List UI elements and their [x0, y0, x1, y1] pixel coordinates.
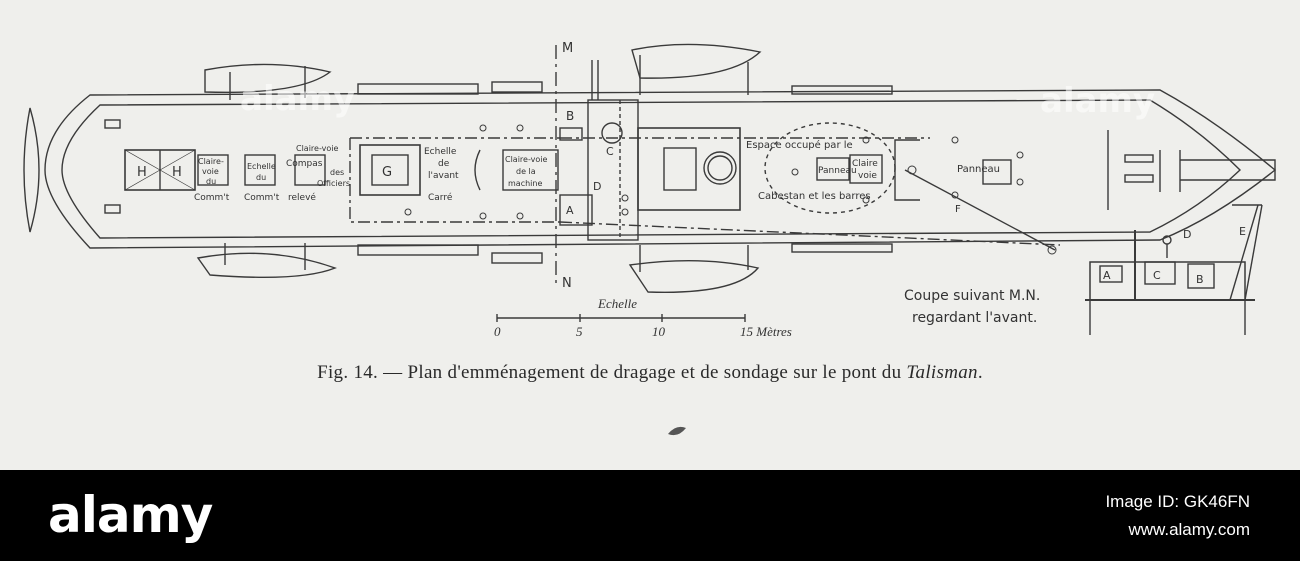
label-echelle-avant-1: Echelle — [424, 147, 457, 157]
section-caption-line2: regardant l'avant. — [912, 310, 1037, 326]
label-b: B — [566, 109, 574, 123]
label-h1: H — [137, 165, 147, 180]
section-caption-line1: Coupe suivant M.N. — [904, 288, 1040, 304]
label-des: des — [330, 168, 344, 177]
label-cabestan: Cabestan et les barres — [758, 191, 871, 202]
figure-caption: Fig. 14. — Plan d'emménagement de dragag… — [0, 362, 1300, 384]
caption-ship-name: Talisman — [906, 362, 978, 383]
label-commt-1: Comm't — [194, 193, 230, 203]
label-compas: Compas — [286, 159, 323, 169]
caption-text: Fig. 14. — Plan d'emménagement de dragag… — [317, 362, 907, 383]
section-mark-m: M — [562, 41, 573, 56]
label-panneau-1: Panneau — [818, 166, 857, 176]
section-mark-n: N — [562, 276, 572, 291]
hull-inner — [61, 99, 1242, 239]
label-claire-voie-machine-3: machine — [508, 179, 542, 188]
label-g: G — [382, 165, 392, 180]
deck-plan-diagram: M N H H G Claire- voie du Comm't Echelle… — [23, 41, 1277, 436]
label-echelle-du-1: Echelle — [247, 162, 276, 171]
label-claire-voie-machine-1: Claire-voie — [505, 155, 547, 164]
bow-tip — [1180, 159, 1276, 181]
boat-bottom-right — [628, 259, 760, 293]
section-label-d: D — [1183, 228, 1191, 241]
watermark-2: alamy — [1040, 81, 1155, 121]
brand-logo[interactable]: alamy — [48, 486, 213, 544]
label-echelle-du-2: du — [256, 173, 266, 182]
boat-top-right — [631, 43, 762, 79]
label-c: C — [606, 145, 614, 158]
label-panneau-2: Panneau — [957, 164, 1000, 175]
scale-tick-0: 0 — [494, 324, 501, 339]
section-label-a: A — [1103, 269, 1111, 282]
boat-top-left — [204, 63, 332, 94]
label-releve: relevé — [288, 192, 316, 203]
section-label-e: E — [1239, 225, 1246, 238]
figure-plate: M N H H G Claire- voie du Comm't Echelle… — [0, 0, 1300, 470]
section-label-c: C — [1153, 269, 1161, 282]
label-claire-voie-2-1: Claire — [852, 159, 878, 169]
boat-bottom-left — [196, 252, 337, 279]
label-claire-voie-commt-3: du — [206, 177, 216, 186]
label-echelle-avant-2: de — [438, 159, 450, 169]
ink-smudge — [668, 426, 686, 436]
scale-tick-10: 10 — [652, 324, 666, 339]
caption-suffix: . — [977, 362, 983, 383]
label-echelle-avant-3: l'avant — [428, 171, 459, 181]
stern-leaf — [23, 107, 40, 233]
watermark-1: alamy — [240, 79, 355, 119]
label-claire-voie-commt-2: voie — [202, 167, 219, 176]
label-claire-voie-commt-1: Claire- — [198, 157, 224, 166]
section-label-b: B — [1196, 273, 1204, 286]
label-d: D — [593, 180, 601, 193]
scale-tick-15: 15 Mètres — [740, 324, 792, 339]
label-f: F — [955, 204, 961, 215]
label-a: A — [566, 204, 574, 217]
site-url-link[interactable]: www.alamy.com — [1128, 520, 1250, 539]
image-id-text: Image ID: GK46FN — [1105, 492, 1250, 511]
label-carre: Carré — [428, 192, 453, 203]
label-espace: Espace occupé par le — [746, 139, 853, 151]
label-claire-voie-machine-2: de la — [516, 167, 536, 176]
label-commt-2: Comm't — [244, 193, 280, 203]
label-claire-voie-2-2: voie — [858, 171, 877, 181]
stock-footer-bar: alamy Image ID: GK46FN www.alamy.com — [0, 470, 1300, 561]
label-officiers: Officiers — [317, 179, 350, 188]
scale-title: Echelle — [597, 296, 637, 311]
label-h2: H — [172, 165, 182, 180]
label-claire-voie-officiers: Claire-voie — [296, 144, 338, 153]
scale-tick-5: 5 — [576, 324, 583, 339]
